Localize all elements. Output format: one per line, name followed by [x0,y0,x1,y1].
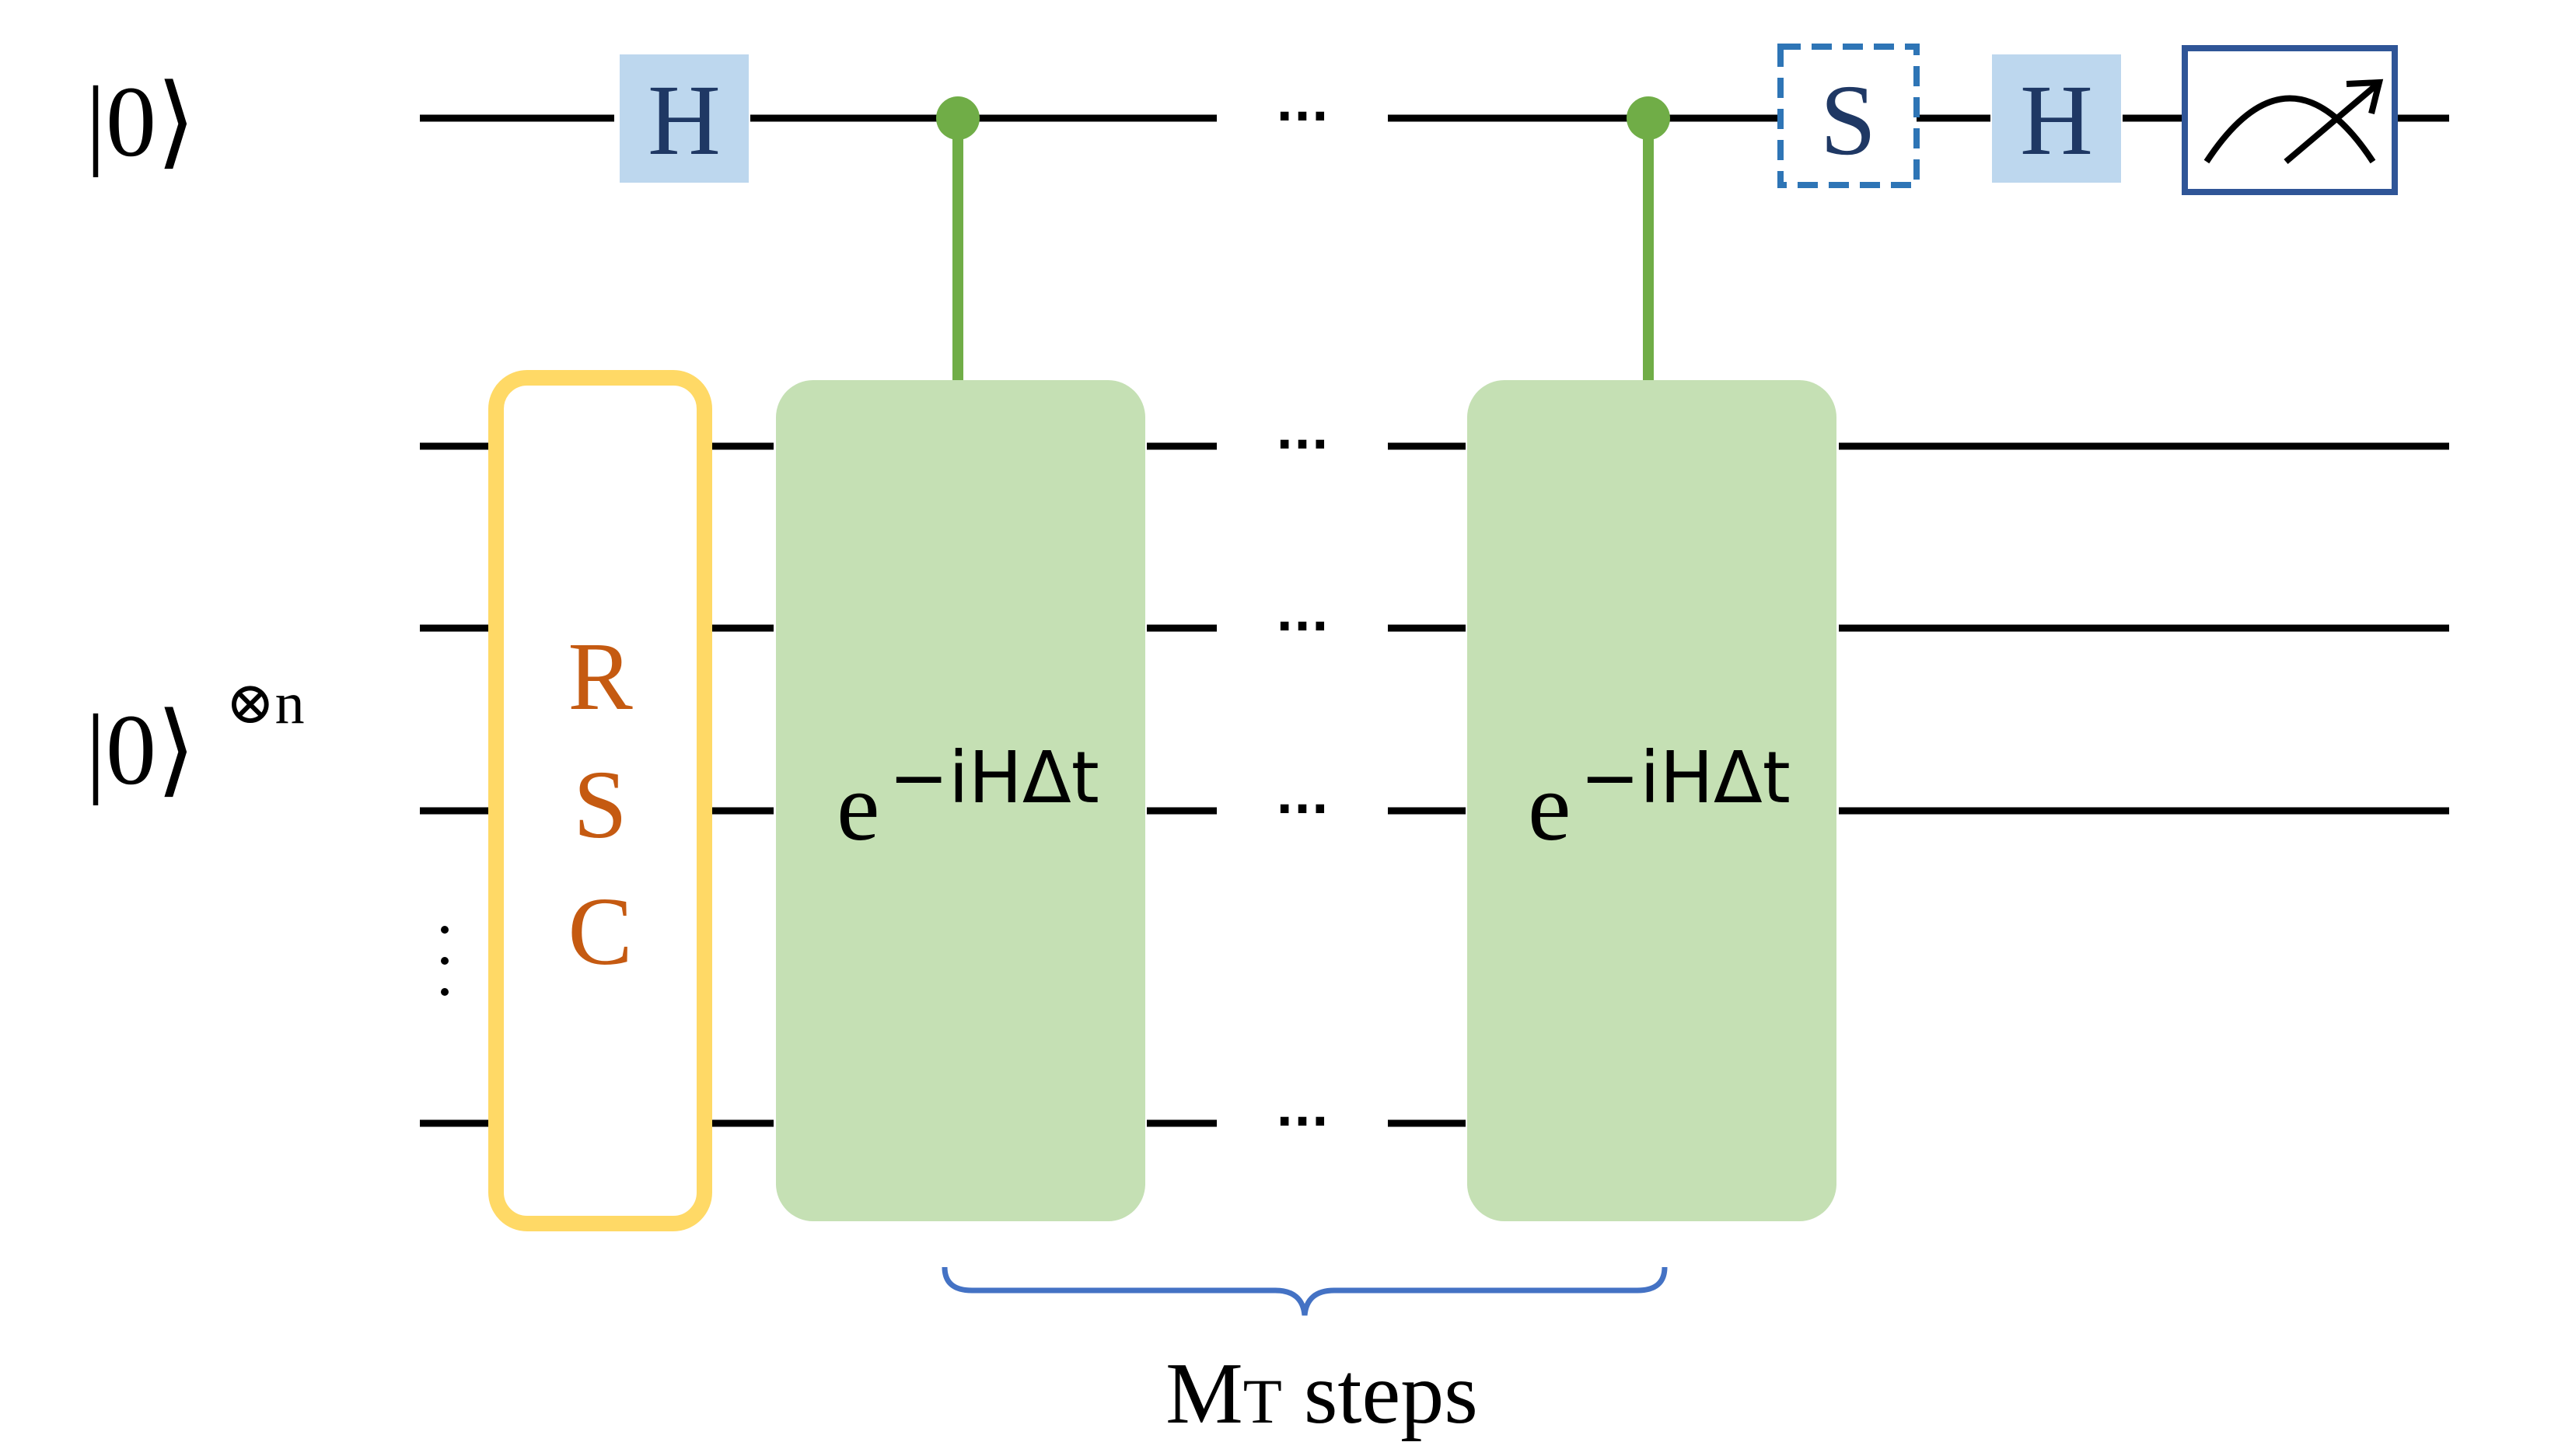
register-tensor-power: ⊗n [225,671,305,736]
ellipsis-register-4: ··· [1276,1095,1329,1149]
measurement-meter [2182,45,2398,195]
hadamard-gate-1: H [620,54,749,183]
evolution-exponent: −iHΔt [889,736,1099,819]
ellipsis-ancilla: ··· [1276,89,1329,144]
meter-needle-arrowhead [2346,79,2384,114]
ancilla-input-ket: |0⟩ [86,66,196,178]
ellipsis-register-3: ··· [1276,782,1329,836]
rsc-letter-s: S [573,752,627,859]
meter-arc [2203,95,2376,164]
rsc-block: R S C [488,370,712,1231]
time-evolution-block-2: e −iHΔt [1467,380,1836,1221]
register-input-ket: |0⟩ [86,694,196,806]
control-dot [936,96,980,140]
rsc-letter-c: C [568,878,632,986]
svg-text:e: e [1528,754,1571,861]
steps-label: MT steps [1165,1346,1478,1442]
hadamard-gate-label: H [2020,65,2093,176]
steps-brace [942,1266,1668,1316]
ellipsis-register-1: ··· [1276,417,1329,472]
ellipsis-register-2: ··· [1276,599,1329,654]
meter-needle [2284,81,2380,165]
rsc-letter-r: R [568,623,633,731]
vertical-ellipsis [441,926,449,996]
control-connection-2 [1627,96,1670,381]
evolution-exponent: −iHΔt [1580,736,1791,819]
hadamard-gate-label: H [648,65,721,176]
control-connection-1 [936,96,980,381]
hadamard-gate-2: H [1992,54,2121,183]
svg-text:e: e [837,754,879,861]
time-evolution-block-1: e −iHΔt [776,380,1145,1221]
phase-gate-label: S [1820,65,1876,176]
evolution-base: e [837,754,879,861]
control-dot [1627,96,1670,140]
phase-gate-s: S [1777,44,1920,188]
evolution-base: e [1528,754,1571,861]
